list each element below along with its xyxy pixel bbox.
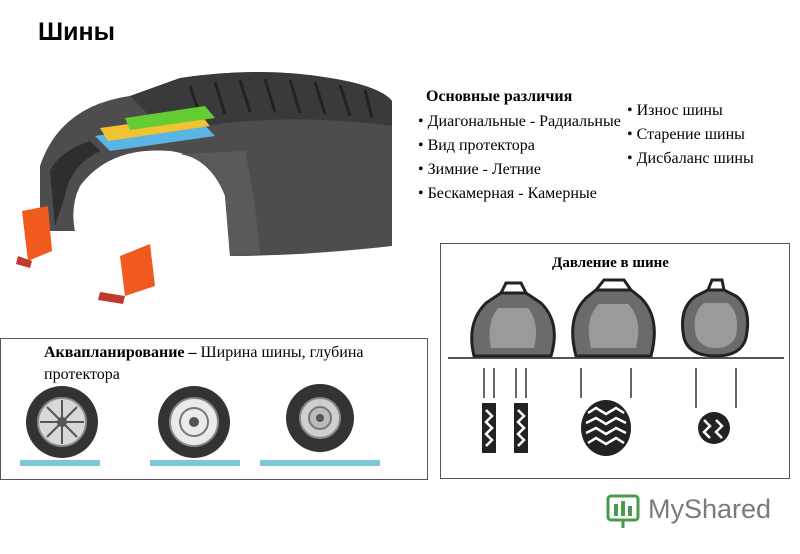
contact-patches	[482, 400, 730, 456]
aquaplaning-caption: Аквапланирование – Ширина шины, глубина …	[44, 342, 404, 386]
list-item: Диагональные - Радиальные	[418, 110, 621, 134]
list-item: Зимние - Летние	[418, 158, 621, 182]
wheel-1	[20, 386, 100, 466]
list-item: Бескамерная - Камерные	[418, 182, 621, 206]
wheel-3	[260, 384, 380, 466]
myshared-logo-icon	[606, 494, 640, 528]
aquaplaning-illustration	[20, 384, 380, 466]
page-title: Шины	[38, 18, 115, 46]
list-item: Дисбаланс шины	[627, 147, 754, 171]
tire-body	[40, 72, 392, 256]
bead-right	[98, 244, 155, 304]
list-item: Вид протектора	[418, 134, 621, 158]
list-item: Старение шины	[627, 123, 754, 147]
pressure-illustration	[448, 278, 784, 456]
list-item: Износ шины	[627, 99, 754, 123]
bead-left	[16, 206, 52, 268]
aquaplaning-details: Ширина шины, глубина протектора	[44, 344, 364, 383]
aquaplaning-term: Аквапланирование –	[44, 344, 197, 361]
logo-text[interactable]: MyShared	[648, 494, 772, 524]
differences-list: Диагональные - Радиальные Вид протектора…	[418, 110, 621, 206]
tire-overinflated	[681, 278, 750, 358]
wheel-2	[150, 386, 240, 466]
tire-normal	[571, 278, 656, 358]
pressure-title: Давление в шине	[552, 255, 669, 271]
tire-underinflated	[470, 281, 556, 358]
wear-list: Износ шины Старение шины Дисбаланс шины	[627, 99, 754, 171]
differences-heading: Основные различия	[426, 88, 573, 105]
tire-cutaway-illustration	[16, 72, 392, 304]
